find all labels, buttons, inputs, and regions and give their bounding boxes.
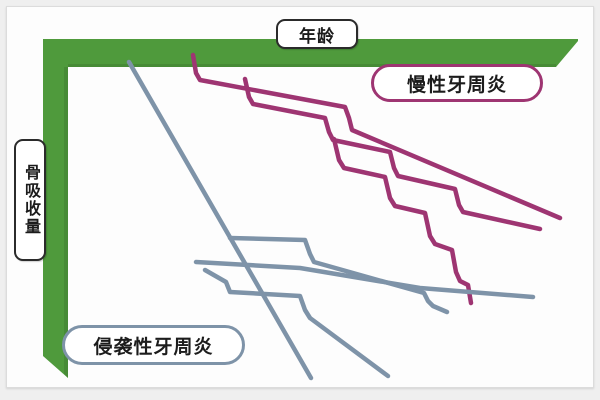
legend-label-aggressive-periodontitis: 侵袭性牙周炎 xyxy=(62,325,245,365)
x-axis-age-bar xyxy=(62,39,578,67)
series-chronic-c xyxy=(331,136,474,306)
y-axis-label-bone-resorption: 骨吸收量 xyxy=(14,139,46,261)
series-aggressive-d xyxy=(202,267,391,379)
series-aggressive-a xyxy=(126,59,314,381)
y-axis-bone-resorption-bar xyxy=(43,53,68,378)
legend-label-chronic-periodontitis: 慢性牙周炎 xyxy=(371,64,543,102)
series-chronic-group xyxy=(190,52,563,306)
series-chronic-b xyxy=(242,76,543,232)
y-axis-bone-resorption-bar-shadow xyxy=(64,53,68,378)
series-aggressive-group xyxy=(126,59,536,381)
axis-corner-joint xyxy=(43,39,68,67)
series-chronic-a xyxy=(190,52,563,221)
x-axis-label-age: 年龄 xyxy=(276,19,358,49)
axis-group xyxy=(43,39,578,378)
series-aggressive-c xyxy=(193,259,536,300)
